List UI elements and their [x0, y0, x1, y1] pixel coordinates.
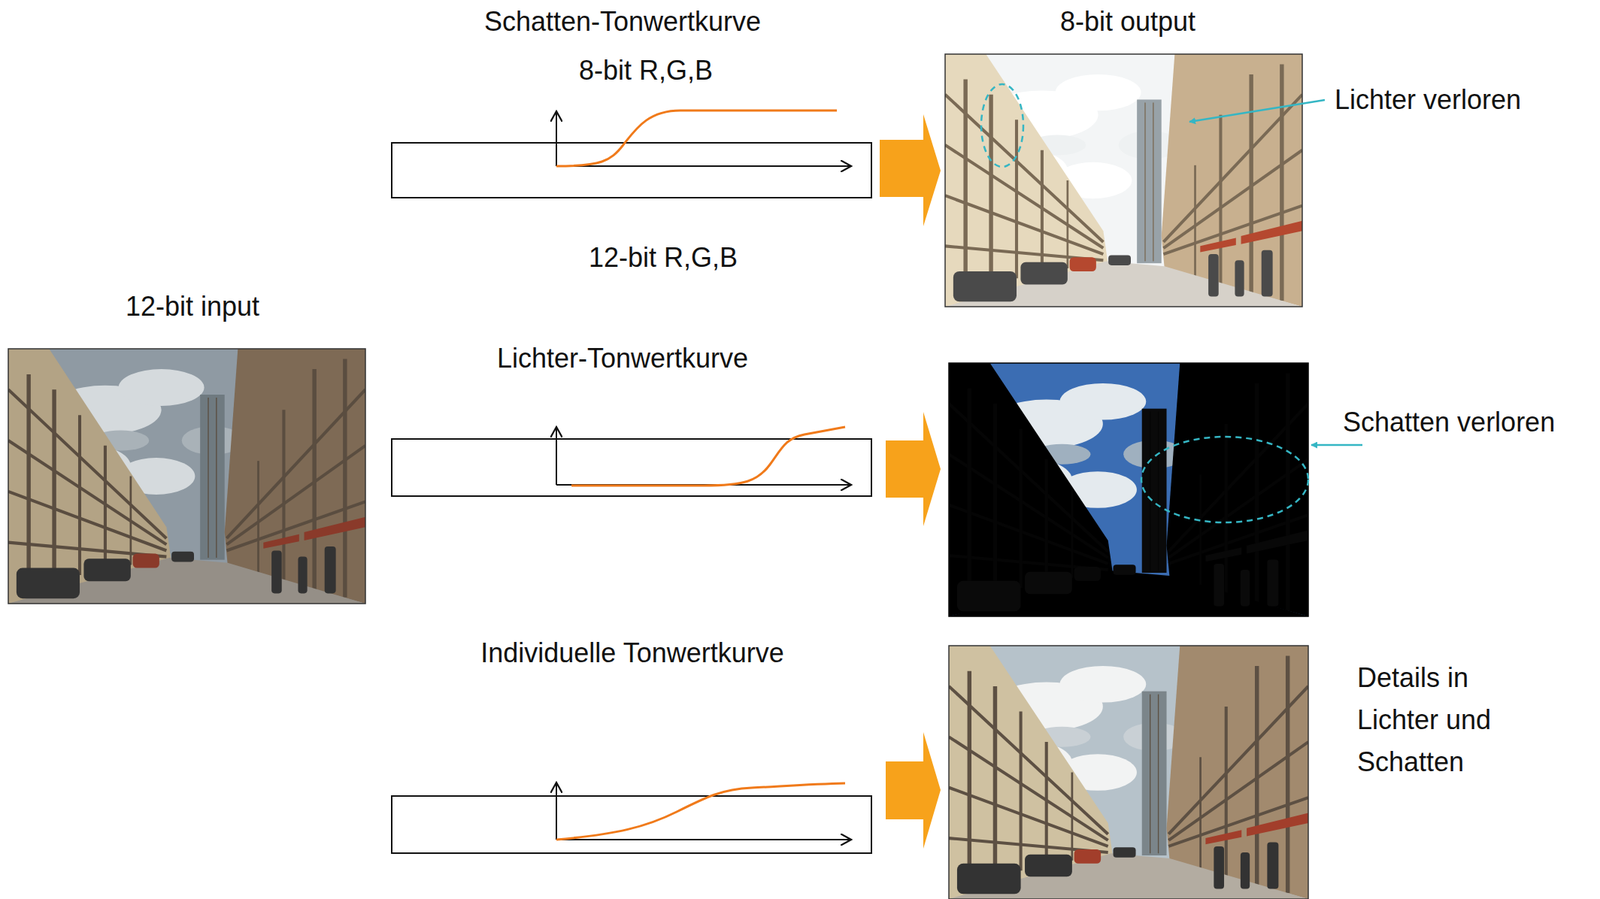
tone-curve-shadow — [391, 110, 872, 198]
orange-arrow — [885, 732, 941, 849]
text-label: 12-bit R,G,B — [588, 241, 738, 274]
text-label: Individuelle Tonwertkurve — [480, 636, 785, 670]
text-label: Schatten-Tonwertkurve — [484, 5, 761, 38]
output-photo-balanced — [948, 645, 1309, 899]
dashed-ellipse — [1141, 436, 1309, 523]
orange-arrow — [885, 412, 941, 527]
callout-arrow — [1311, 444, 1363, 447]
input-photo — [8, 348, 366, 604]
text-label: 8-bit R,G,B — [578, 54, 713, 87]
text-label: Schatten verloren — [1342, 406, 1555, 439]
tone-curve-highlight — [391, 427, 872, 497]
tone-curve-individual — [391, 782, 872, 854]
dashed-ellipse — [981, 84, 1024, 167]
text-label: 12-bit input — [125, 290, 260, 323]
output-photo-dark — [948, 363, 1309, 617]
text-label: Lichter-Tonwertkurve — [496, 342, 749, 375]
text-label: Details in Lichter und Schatten — [1357, 657, 1538, 784]
text-label: Lichter verloren — [1334, 83, 1522, 116]
text-label: 8-bit output — [1060, 5, 1196, 38]
callout-arrow — [1189, 100, 1325, 122]
orange-arrow — [879, 114, 941, 227]
output-photo-bright — [945, 54, 1303, 307]
